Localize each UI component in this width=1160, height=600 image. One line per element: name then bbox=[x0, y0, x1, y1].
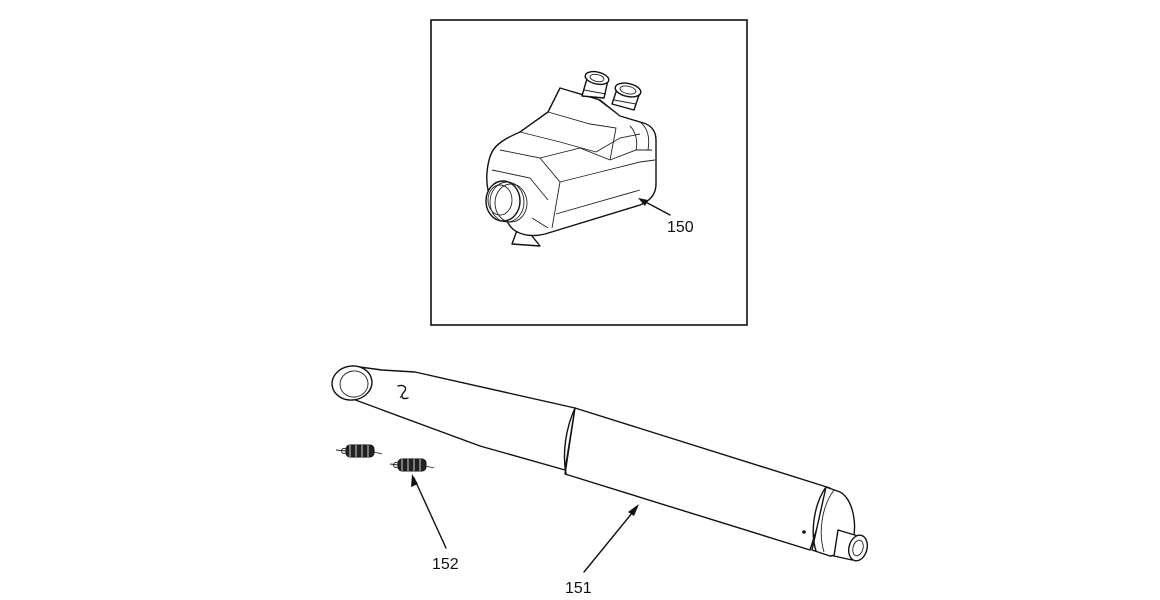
callout-150: 150 bbox=[667, 219, 694, 236]
callout-151: 151 bbox=[565, 580, 592, 597]
outlet-ring bbox=[485, 180, 528, 223]
arrowhead-152 bbox=[411, 474, 418, 487]
muffler-part bbox=[331, 365, 869, 573]
detail-frame bbox=[430, 19, 748, 326]
arrowhead-151 bbox=[628, 504, 639, 516]
inlet-boot-right bbox=[611, 82, 642, 111]
leader-152 bbox=[413, 477, 447, 549]
spring-1 bbox=[335, 444, 383, 458]
leader-151 bbox=[583, 506, 638, 573]
spring-2 bbox=[389, 458, 435, 472]
arrowhead-150 bbox=[638, 198, 648, 206]
airbox-part bbox=[485, 70, 671, 247]
callout-152: 152 bbox=[432, 556, 459, 573]
inlet-boot-left bbox=[581, 70, 610, 99]
